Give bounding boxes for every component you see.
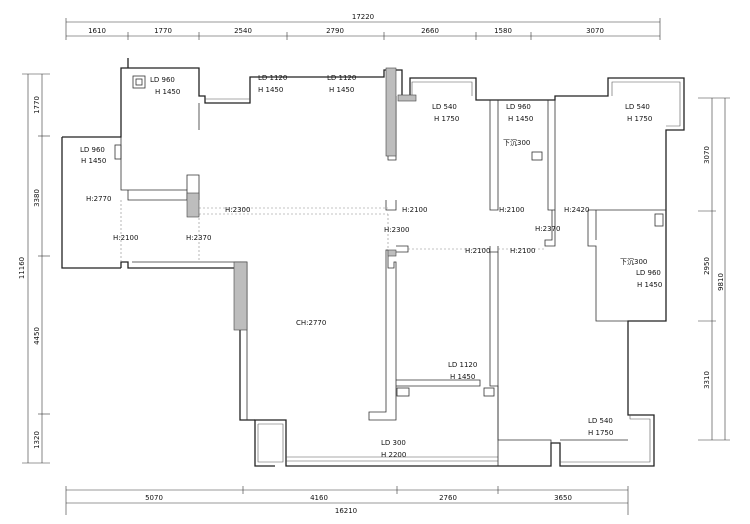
left-dimension: 3380 bbox=[33, 189, 41, 207]
left-dimension: 1320 bbox=[33, 431, 41, 449]
opening-label: H 1450 bbox=[258, 86, 283, 94]
right-total-dimension: 9810 bbox=[717, 273, 725, 291]
opening-label: LD 540 bbox=[432, 103, 457, 111]
right-dimension: 2950 bbox=[703, 257, 711, 275]
top-dimension: 3070 bbox=[586, 27, 604, 35]
right-dimension: 3310 bbox=[703, 371, 711, 389]
exterior-walls bbox=[61, 58, 685, 467]
left-dimension: 4450 bbox=[33, 327, 41, 345]
top-dimension: 1580 bbox=[494, 27, 512, 35]
opening-label: LD 1120 bbox=[448, 361, 477, 369]
opening-label: H 1750 bbox=[588, 429, 613, 437]
bottom-dimension: 2760 bbox=[439, 494, 457, 502]
opening-label: LD 960 bbox=[80, 146, 105, 154]
bottom-dimension: 3650 bbox=[554, 494, 572, 502]
right-dimension-chain: 3070 2950 3310 9810 bbox=[698, 97, 730, 441]
opening-label: LD 300 bbox=[381, 439, 406, 447]
top-dimension: 1610 bbox=[88, 27, 106, 35]
height-label: H:2370 bbox=[535, 225, 560, 233]
right-dimension: 3070 bbox=[703, 146, 711, 164]
height-label: H:2300 bbox=[225, 206, 250, 214]
opening-label: H 1750 bbox=[434, 115, 459, 123]
opening-label: H 1450 bbox=[450, 373, 475, 381]
height-label: H:2420 bbox=[564, 206, 589, 214]
opening-labels: LD 960 H 1450 LD 1120 H 1450 LD 1120 H 1… bbox=[80, 74, 662, 459]
top-dimension: 2790 bbox=[326, 27, 344, 35]
column-hatch bbox=[397, 94, 417, 102]
bottom-dimension: 5070 bbox=[145, 494, 163, 502]
opening-label: LD 540 bbox=[625, 103, 650, 111]
opening-label: H 1750 bbox=[627, 115, 652, 123]
opening-label: H 2200 bbox=[381, 451, 406, 459]
height-label: H:2100 bbox=[113, 234, 138, 242]
top-dimension-chain: 17220 1610 1770 2540 2790 2660 1580 3070 bbox=[65, 13, 661, 40]
opening-label: H 1450 bbox=[155, 88, 180, 96]
opening-label: LD 960 bbox=[150, 76, 175, 84]
column-hatch bbox=[233, 261, 248, 331]
opening-label: H 1450 bbox=[637, 281, 662, 289]
opening-label: LD 1120 bbox=[258, 74, 287, 82]
height-label: H:2100 bbox=[510, 247, 535, 255]
top-dimension: 2660 bbox=[421, 27, 439, 35]
bottom-total-dimension: 16210 bbox=[335, 507, 357, 515]
height-label: H:2770 bbox=[86, 195, 111, 203]
sunken-floor-label: 下沉300 bbox=[620, 258, 647, 266]
height-label: H:2300 bbox=[384, 226, 409, 234]
top-total-dimension: 17220 bbox=[352, 13, 374, 21]
top-dimension: 2540 bbox=[234, 27, 252, 35]
structural-columns bbox=[186, 67, 417, 331]
ceiling-height-label: CH:2770 bbox=[296, 319, 326, 327]
opening-dashes bbox=[120, 200, 545, 262]
height-labels: H:2770 H:2100 H:2370 H:2300 H:2100 H:230… bbox=[86, 195, 589, 327]
sunken-labels: 下沉300 下沉300 bbox=[503, 139, 647, 266]
left-dimension: 1770 bbox=[33, 96, 41, 114]
column-hatch bbox=[186, 192, 200, 218]
column-hatch bbox=[387, 249, 397, 257]
column-hatch bbox=[385, 67, 397, 157]
bottom-dimension-chain: 5070 4160 2760 3650 16210 bbox=[65, 486, 629, 515]
opening-label: H 1450 bbox=[329, 86, 354, 94]
left-total-dimension: 11160 bbox=[18, 257, 26, 279]
sunken-floor-label: 下沉300 bbox=[503, 139, 530, 147]
opening-label: H 1450 bbox=[508, 115, 533, 123]
height-label: H:2100 bbox=[465, 247, 490, 255]
opening-label: LD 540 bbox=[588, 417, 613, 425]
left-dimension-chain: 11160 1770 3380 4450 1320 bbox=[18, 73, 50, 464]
height-label: H:2100 bbox=[402, 206, 427, 214]
height-label: H:2370 bbox=[186, 234, 211, 242]
bottom-dimension: 4160 bbox=[310, 494, 328, 502]
opening-label: H 1450 bbox=[81, 157, 106, 165]
opening-label: LD 960 bbox=[636, 269, 661, 277]
opening-label: LD 960 bbox=[506, 103, 531, 111]
height-label: H:2100 bbox=[499, 206, 524, 214]
opening-label: LD 1120 bbox=[327, 74, 356, 82]
top-dimension: 1770 bbox=[154, 27, 172, 35]
